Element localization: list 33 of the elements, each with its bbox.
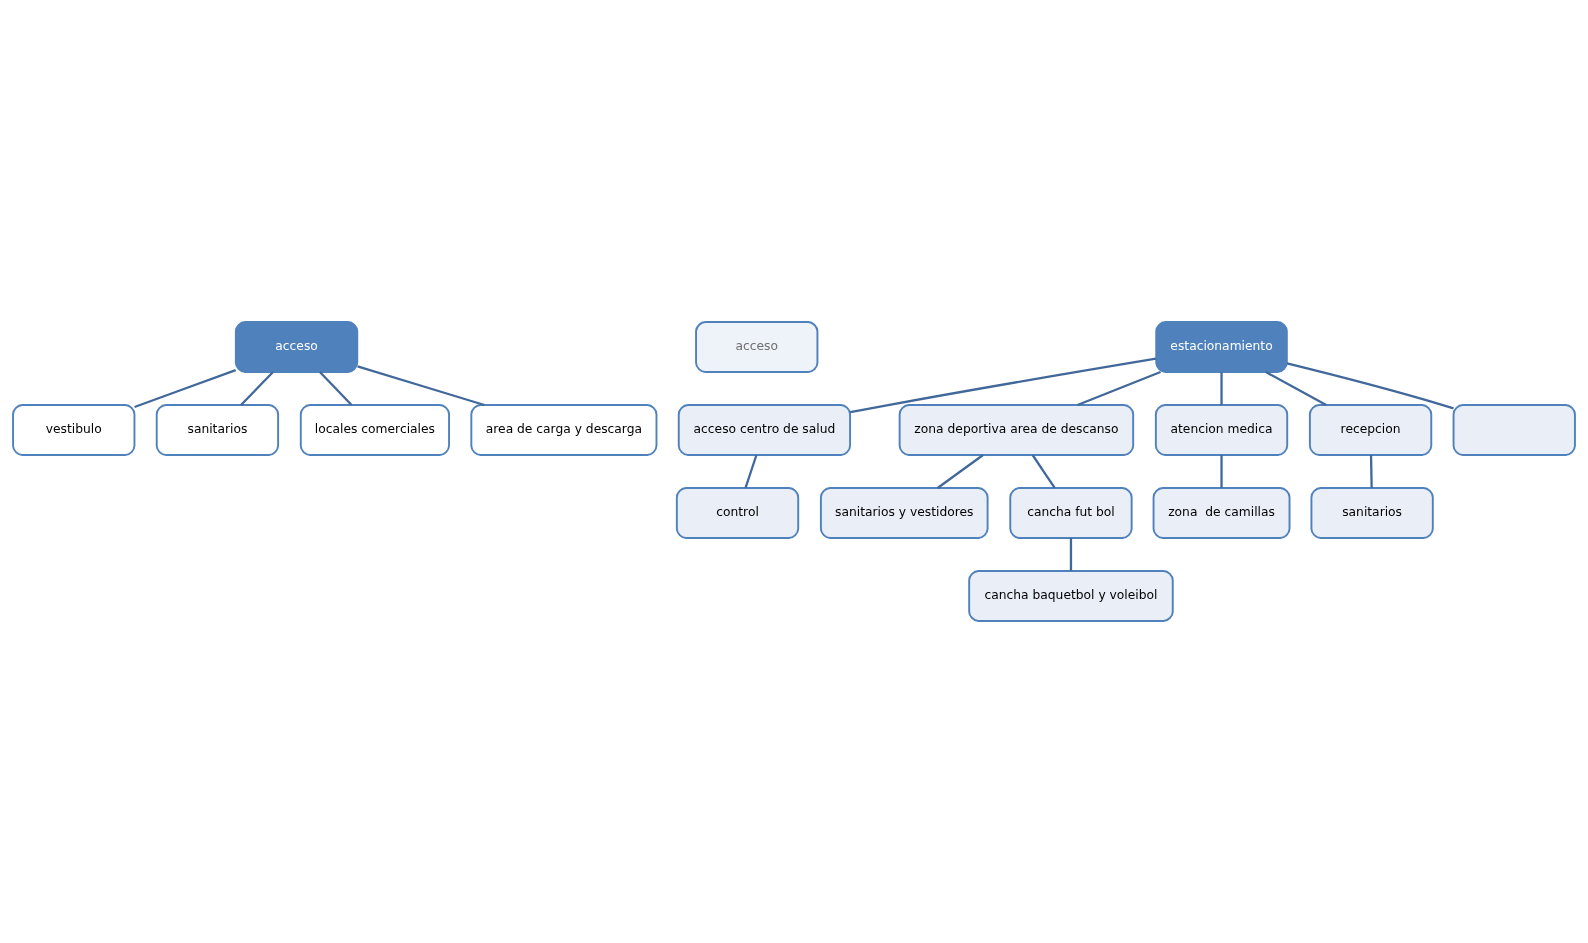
node-box: recepcion [1308,404,1433,456]
connector [240,371,274,406]
connector [850,357,1157,414]
connector [1031,454,1056,489]
node-box: zona de camillas [1152,487,1291,539]
node-box: atencion medica [1154,404,1289,456]
connector [1265,371,1327,406]
node-box: sanitarios [1310,487,1434,539]
connector [937,454,984,489]
node-box: cancha fut bol [1009,487,1133,539]
node-box: cancha baquetbol y voleibol [968,570,1174,622]
connector [1077,370,1161,407]
node-box: estacionamiento [1155,321,1288,373]
connector [1220,455,1223,488]
connector [319,371,353,406]
node-box: control [675,487,800,539]
node-box: area de carga y descarga [470,404,658,456]
node-box: zona deportiva area de descanso [898,404,1135,456]
node-box: vestibulo [12,404,136,456]
connector [744,454,758,489]
node-box: sanitarios [155,404,280,456]
connector [1069,537,1073,571]
node-box: acceso centro de salud [677,404,852,456]
node-box: acceso [234,321,359,373]
node-box [1452,404,1576,456]
connector [1220,372,1223,405]
node-box: locales comerciales [299,404,450,456]
node-box: acceso [695,321,819,373]
connector [134,369,237,409]
node-box: sanitarios y vestidores [819,487,989,539]
connector [357,365,485,407]
connector [1286,362,1454,410]
connector [1369,454,1373,488]
